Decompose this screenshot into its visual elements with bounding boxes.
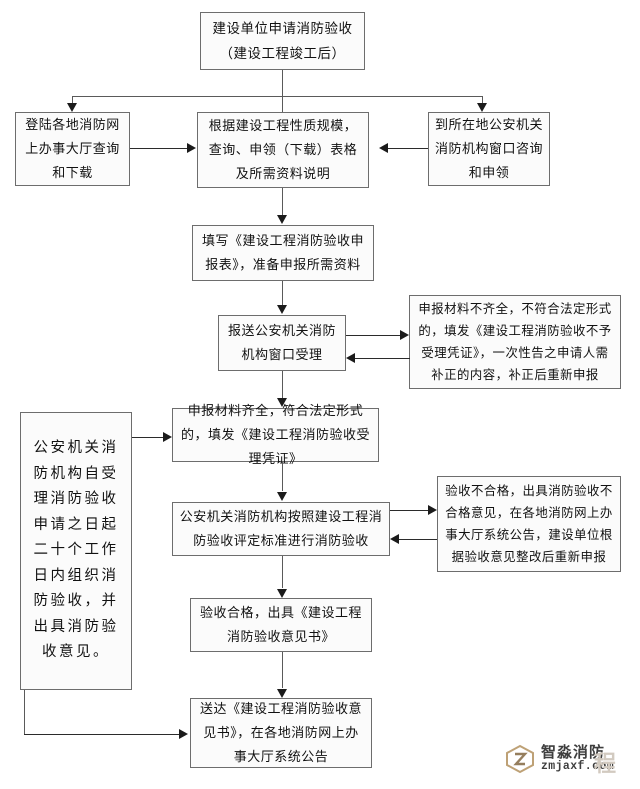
node-fail: 验收不合格，出具消防验收不合格意见，在各地消防网上办事大厅系统公告，建设单位根据… (437, 476, 621, 572)
arrow-into-submit (277, 305, 287, 314)
arrow-timeline-to-deliver (179, 729, 188, 739)
node-online-label: 登陆各地消防网上办事大厅查询和下载 (25, 117, 120, 180)
connector-bar-to-window (482, 96, 483, 106)
connector-timeline-to-accept (132, 437, 164, 438)
connector-submit-to-reject (346, 335, 401, 336)
watermark-ghost-glyph: 程 (594, 751, 617, 776)
node-inspect-label: 公安机关消防机构按照建设工程消防验收评定标准进行消防验收 (179, 509, 383, 548)
connector-bar-to-online (72, 96, 73, 106)
connector-bar-to-forms (282, 96, 283, 112)
connector-inspect-to-pass (282, 556, 283, 588)
connector-forms-to-fill (282, 188, 283, 216)
node-reject-label: 申报材料不齐全，不符合法定形式的，填发《建设工程消防验收不予受理凭证》，一次性告… (418, 302, 612, 382)
arrow-window-to-forms (379, 143, 388, 153)
node-fail-label: 验收不合格，出具消防验收不合格意见，在各地消防网上办事大厅系统公告，建设单位根据… (445, 484, 613, 564)
node-pass-label: 验收合格，出具《建设工程消防验收意见书》 (199, 605, 362, 644)
node-online: 登陆各地消防网上办事大厅查询和下载 (15, 112, 130, 186)
arrow-into-inspect (277, 492, 287, 501)
node-inspect: 公安机关消防机构按照建设工程消防验收评定标准进行消防验收 (172, 502, 390, 556)
watermark-name: 智淼消防 (541, 744, 606, 762)
node-submit: 报送公安机关消防机构窗口受理 (218, 315, 346, 371)
node-fill: 填写《建设工程消防验收申报表》，准备申报所需资料 (192, 225, 374, 281)
node-reject: 申报材料不齐全，不符合法定形式的，填发《建设工程消防验收不予受理凭证》，一次性告… (409, 295, 621, 389)
node-deliver: 送达《建设工程消防验收意见书》，在各地消防网上办事大厅系统公告 (190, 698, 372, 768)
watermark: 智淼消防 zmjaxf.com 程 (505, 744, 616, 776)
connector-accept-to-inspect (282, 462, 283, 491)
node-accept: 申报材料齐全，符合法定形式的，填发《建设工程消防验收受理凭证》 (172, 403, 379, 466)
node-timeline-label: 公安机关消防机构自受理消防验收申请之日起二十个工作日内组织消防验收，并出具消防验… (33, 440, 119, 661)
connector-fail-to-inspect (399, 539, 437, 540)
node-deliver-label: 送达《建设工程消防验收意见书》，在各地消防网上办事大厅系统公告 (199, 701, 362, 764)
node-apply-label: 建设单位申请消防验收（建设工程竣工后） (212, 21, 353, 61)
arrow-into-online (67, 103, 77, 112)
node-timeline: 公安机关消防机构自受理消防验收申请之日起二十个工作日内组织消防验收，并出具消防验… (20, 412, 132, 690)
node-accept-label: 申报材料齐全，符合法定形式的，填发《建设工程消防验收受理凭证》 (180, 403, 370, 466)
arrow-submit-to-reject (400, 330, 409, 340)
connector-top-bar (72, 96, 482, 97)
connector-timeline-to-deliver (24, 734, 180, 735)
connector-pass-to-deliver (282, 652, 283, 688)
arrow-timeline-to-accept (163, 432, 172, 442)
connector-reject-to-submit (355, 358, 410, 359)
arrow-reject-to-submit (346, 353, 355, 363)
arrow-into-window (477, 103, 487, 112)
connector-fill-to-submit (282, 281, 283, 306)
node-forms: 根据建设工程性质规模，查询、申领（下载）表格及所需资料说明 (197, 112, 369, 188)
connector-online-to-forms (130, 148, 188, 149)
node-window-label: 到所在地公安机关消防机构窗口咨询和申领 (435, 117, 544, 180)
logo-icon (505, 744, 535, 774)
node-window: 到所在地公安机关消防机构窗口咨询和申领 (428, 112, 550, 186)
arrow-into-accept (277, 398, 287, 407)
arrow-fail-to-inspect (390, 534, 399, 544)
connector-submit-to-accept (282, 371, 283, 399)
arrow-inspect-to-fail (428, 505, 437, 515)
connector-timeline-down (24, 690, 25, 734)
arrow-into-deliver (277, 689, 287, 698)
arrow-online-to-forms (187, 143, 196, 153)
arrow-into-fill (277, 215, 287, 224)
connector-apply-down (282, 70, 283, 96)
connector-inspect-to-fail (390, 510, 429, 511)
watermark-text: 智淼消防 zmjaxf.com (541, 745, 614, 773)
node-apply: 建设单位申请消防验收（建设工程竣工后） (200, 12, 365, 70)
node-forms-label: 根据建设工程性质规模，查询、申领（下载）表格及所需资料说明 (208, 118, 358, 181)
watermark-url: zmjaxf.com (541, 759, 615, 773)
node-submit-label: 报送公安机关消防机构窗口受理 (227, 323, 336, 362)
node-pass: 验收合格，出具《建设工程消防验收意见书》 (190, 598, 372, 652)
arrow-into-pass (277, 589, 287, 598)
connector-window-to-forms (388, 148, 428, 149)
node-fill-label: 填写《建设工程消防验收申报表》，准备申报所需资料 (201, 233, 364, 272)
